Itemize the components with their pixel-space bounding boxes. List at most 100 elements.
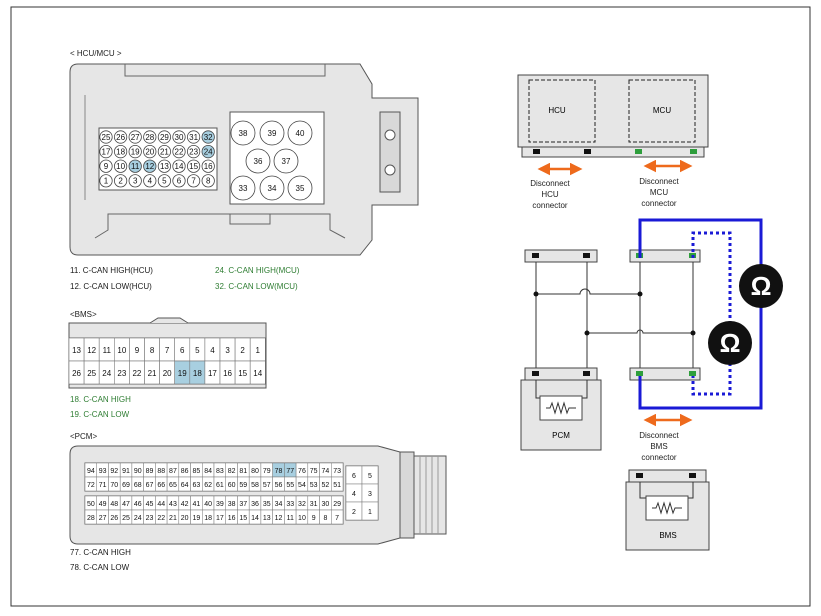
pin-5: 5 — [361, 465, 379, 485]
pin-49: 49 — [96, 495, 109, 511]
hcu-mcu-module: HCU MCU — [517, 74, 709, 158]
svg-text:79: 79 — [263, 468, 271, 475]
svg-text:74: 74 — [322, 468, 330, 475]
pin-77: 77 — [284, 462, 297, 478]
svg-text:12: 12 — [87, 346, 96, 355]
svg-text:46: 46 — [134, 501, 142, 508]
pin-note: 19. C-CAN LOW — [70, 410, 130, 419]
pin-82: 82 — [225, 462, 238, 478]
hcu-label: HCU — [548, 106, 566, 115]
pin-43: 43 — [166, 495, 180, 511]
svg-text:12: 12 — [275, 515, 283, 522]
svg-text:78: 78 — [275, 468, 283, 475]
svg-text:5: 5 — [162, 177, 167, 186]
svg-text:93: 93 — [99, 468, 107, 475]
hcu-pin — [584, 149, 591, 154]
svg-text:18: 18 — [116, 147, 125, 156]
svg-text:40: 40 — [296, 129, 305, 138]
svg-text:20: 20 — [181, 515, 189, 522]
pin-80: 80 — [248, 462, 262, 478]
svg-text:10: 10 — [117, 346, 126, 355]
svg-text:85: 85 — [193, 468, 201, 475]
svg-text:29: 29 — [160, 133, 169, 142]
svg-text:23: 23 — [146, 515, 154, 522]
svg-text:35: 35 — [296, 184, 305, 193]
svg-text:23: 23 — [117, 369, 126, 378]
pin-37: 37 — [237, 495, 250, 511]
svg-text:66: 66 — [157, 482, 165, 489]
page-frame — [10, 6, 811, 607]
pin-54: 54 — [295, 476, 309, 492]
svg-text:16: 16 — [223, 369, 232, 378]
svg-text:20: 20 — [163, 369, 172, 378]
pin-20: 20 — [143, 145, 157, 159]
pin-78: 78 — [272, 462, 285, 478]
svg-text:27: 27 — [131, 133, 140, 142]
pin-60: 60 — [225, 476, 238, 492]
pin-11: 11 — [98, 337, 115, 362]
pin-22: 22 — [155, 509, 168, 525]
pin-30: 30 — [319, 495, 332, 511]
svg-text:65: 65 — [169, 482, 177, 489]
pin-64: 64 — [178, 476, 191, 492]
svg-text:70: 70 — [110, 482, 118, 489]
pin-10: 10 — [114, 337, 130, 362]
meter-probe-solid — [638, 218, 763, 410]
svg-text:30: 30 — [322, 501, 330, 508]
pin-17: 17 — [213, 509, 226, 525]
pin-6: 6 — [172, 174, 186, 188]
pin-note: 12. C-CAN LOW(HCU) — [70, 282, 152, 291]
pin-65: 65 — [166, 476, 180, 492]
svg-text:28: 28 — [145, 133, 154, 142]
pin-note: 77. C-CAN HIGH — [70, 548, 131, 557]
pin-28: 28 — [84, 509, 97, 525]
pin-note: 24. C-CAN HIGH(MCU) — [215, 266, 300, 275]
svg-text:58: 58 — [251, 482, 259, 489]
svg-text:1: 1 — [104, 177, 109, 186]
svg-text:39: 39 — [216, 501, 224, 508]
svg-text:86: 86 — [181, 468, 189, 475]
svg-text:45: 45 — [146, 501, 154, 508]
pin-16: 16 — [201, 159, 215, 173]
svg-text:13: 13 — [160, 162, 169, 171]
pin-75: 75 — [307, 462, 320, 478]
pin-38: 38 — [225, 495, 238, 511]
svg-text:38: 38 — [239, 129, 248, 138]
pin-40: 40 — [202, 495, 215, 511]
svg-text:19: 19 — [193, 515, 201, 522]
svg-text:47: 47 — [122, 501, 130, 508]
pin-27: 27 — [96, 509, 109, 525]
pin-26: 26 — [68, 360, 85, 385]
pin-5: 5 — [157, 174, 171, 188]
pin-10: 10 — [295, 509, 309, 525]
pin-9: 9 — [307, 509, 320, 525]
svg-text:57: 57 — [263, 482, 271, 489]
pin-7: 7 — [331, 509, 344, 525]
svg-text:25: 25 — [122, 515, 130, 522]
svg-text:94: 94 — [87, 468, 95, 475]
svg-text:9: 9 — [312, 515, 316, 522]
pin-9: 9 — [129, 337, 145, 362]
pin-6: 6 — [174, 337, 191, 362]
svg-text:13: 13 — [263, 515, 271, 522]
hcu-harness-connector — [524, 249, 598, 263]
pin-40: 40 — [287, 120, 313, 146]
svg-text:38: 38 — [228, 501, 236, 508]
pin-29: 29 — [331, 495, 344, 511]
pin-15: 15 — [234, 360, 251, 385]
pin-11: 11 — [128, 159, 142, 173]
svg-text:16: 16 — [204, 162, 213, 171]
svg-text:24: 24 — [204, 147, 213, 156]
svg-text:63: 63 — [193, 482, 201, 489]
svg-text:14: 14 — [175, 162, 184, 171]
pcm-title: <PCM> — [70, 432, 97, 441]
pin-13: 13 — [157, 159, 171, 173]
pin-87: 87 — [166, 462, 180, 478]
svg-text:11: 11 — [287, 515, 294, 522]
pin-2: 2 — [234, 337, 251, 362]
pin-41: 41 — [190, 495, 203, 511]
pin-34: 34 — [259, 175, 285, 201]
